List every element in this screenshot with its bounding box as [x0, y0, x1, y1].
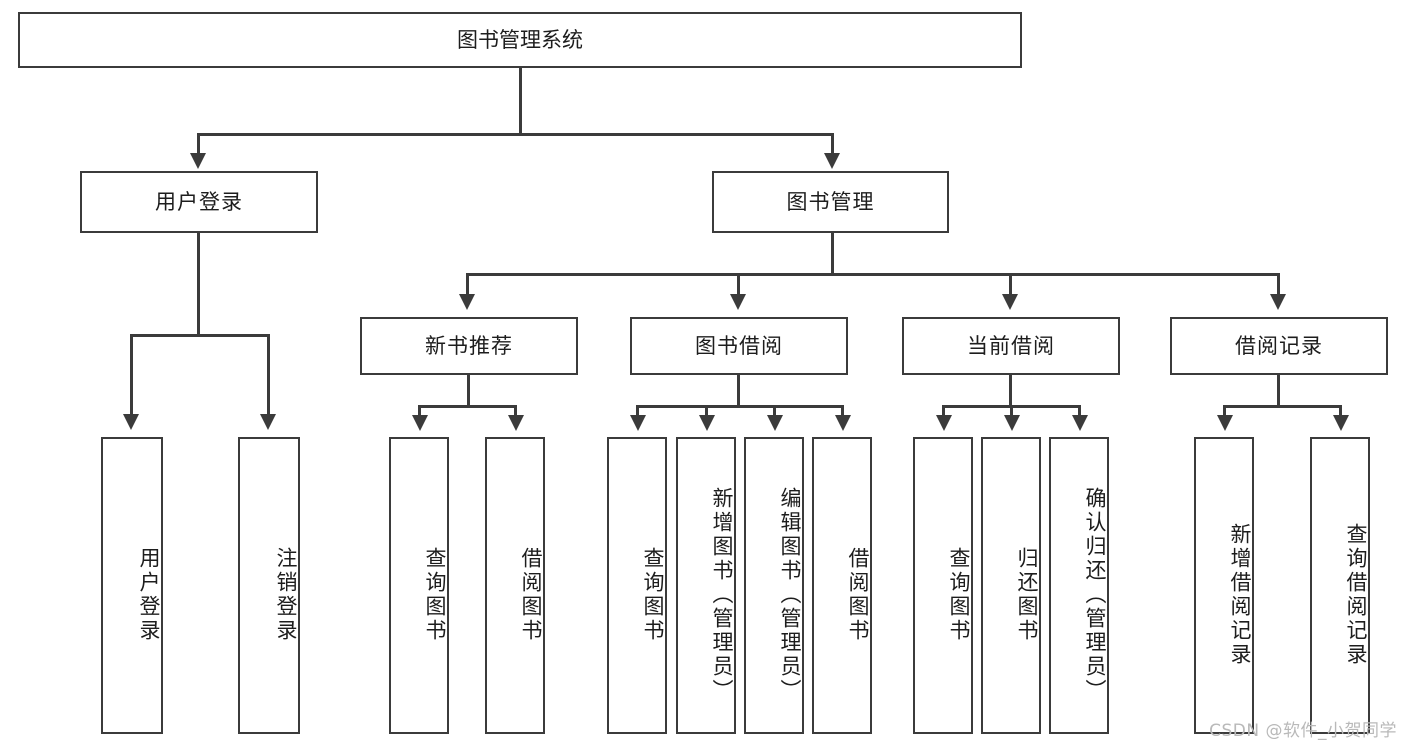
- node-user-login-label: 用户登录: [155, 189, 243, 214]
- arrow-leaf-current-borrow-3: [1072, 415, 1088, 431]
- csdn-watermark: CSDN @软件_小贺同学: [1209, 721, 1397, 741]
- node-borrow-record[interactable]: 借阅记录: [1170, 317, 1388, 375]
- arrow-leaf-borrow-record-1: [1217, 415, 1233, 431]
- node-new-book-recommend-label: 新书推荐: [425, 333, 513, 358]
- arrow-leaf-book-borrow-2: [699, 415, 715, 431]
- edge-book-manage-bus: [466, 273, 1280, 276]
- edge-new-book-drop-1: [418, 405, 421, 418]
- edge-borrow-record-stem: [1277, 375, 1280, 408]
- arrow-leaf-book-borrow-3: [767, 415, 783, 431]
- edge-new-book-bus: [418, 405, 517, 408]
- edge-drop-current-borrow: [1009, 273, 1012, 297]
- edge-drop-book-borrow: [737, 273, 740, 297]
- node-root-label: 图书管理系统: [457, 27, 583, 52]
- arrow-book-borrow: [730, 294, 746, 310]
- edge-current-borrow-stem: [1009, 375, 1012, 408]
- node-borrow-record-label: 借阅记录: [1235, 333, 1323, 358]
- edge-current-borrow-drop-3: [1078, 405, 1081, 418]
- leaf-new-book-search[interactable]: 查询图书: [389, 437, 449, 734]
- leaf-current-borrow-search[interactable]: 查询图书: [913, 437, 973, 734]
- arrow-new-book: [459, 294, 475, 310]
- leaf-current-borrow-search-label: 查询图书: [947, 546, 971, 643]
- edge-user-login-drop-2: [267, 334, 270, 417]
- edge-drop-book-manage: [831, 133, 834, 157]
- edge-current-borrow-drop-2: [1010, 405, 1013, 418]
- edge-drop-borrow-record: [1277, 273, 1280, 297]
- edge-book-borrow-stem: [737, 375, 740, 408]
- leaf-current-borrow-return-label: 归还图书: [1015, 546, 1039, 643]
- edge-current-borrow-drop-1: [942, 405, 945, 418]
- arrow-leaf-borrow-record-2: [1333, 415, 1349, 431]
- node-current-borrow-label: 当前借阅: [967, 333, 1055, 358]
- leaf-borrow-record-search-label: 查询借阅记录: [1344, 522, 1368, 667]
- leaf-borrow-record-add-label: 新增借阅记录: [1228, 522, 1252, 667]
- leaf-book-borrow-search-label: 查询图书: [641, 546, 665, 643]
- leaf-user-login-login[interactable]: 用户登录: [101, 437, 163, 734]
- edge-new-book-stem: [467, 375, 470, 408]
- node-book-manage-label: 图书管理: [786, 189, 875, 214]
- arrow-leaf-current-borrow-1: [936, 415, 952, 431]
- leaf-borrow-record-add[interactable]: 新增借阅记录: [1194, 437, 1254, 734]
- leaf-book-borrow-edit[interactable]: 编辑图书（管理员）: [744, 437, 804, 734]
- node-new-book-recommend[interactable]: 新书推荐: [360, 317, 578, 375]
- leaf-new-book-borrow-label: 借阅图书: [519, 546, 543, 643]
- arrow-leaf-new-book-2: [508, 415, 524, 431]
- edge-drop-user-login: [197, 133, 200, 157]
- node-book-borrow-label: 图书借阅: [695, 333, 783, 358]
- leaf-book-borrow-edit-label: 编辑图书（管理员）: [778, 486, 802, 703]
- edge-book-manage-stem: [831, 233, 834, 276]
- leaf-new-book-search-label: 查询图书: [423, 546, 447, 643]
- edge-drop-new-book: [466, 273, 469, 297]
- arrow-borrow-record: [1270, 294, 1286, 310]
- arrow-leaf-user-login-1: [123, 414, 139, 430]
- edge-borrow-record-drop-1: [1223, 405, 1226, 418]
- edge-borrow-record-drop-2: [1339, 405, 1342, 418]
- arrow-leaf-book-borrow-4: [835, 415, 851, 431]
- arrow-leaf-book-borrow-1: [630, 415, 646, 431]
- node-book-borrow[interactable]: 图书借阅: [630, 317, 848, 375]
- leaf-book-borrow-borrow-label: 借阅图书: [846, 546, 870, 643]
- leaf-book-borrow-add-label: 新增图书（管理员）: [710, 486, 734, 703]
- leaf-borrow-record-search[interactable]: 查询借阅记录: [1310, 437, 1370, 734]
- leaf-current-borrow-confirm[interactable]: 确认归还（管理员）: [1049, 437, 1109, 734]
- edge-book-borrow-bus: [636, 405, 844, 408]
- edge-root-bus: [197, 133, 834, 136]
- edge-new-book-drop-2: [514, 405, 517, 418]
- edge-book-borrow-drop-4: [841, 405, 844, 418]
- edge-borrow-record-bus: [1223, 405, 1342, 408]
- edge-user-login-bus: [130, 334, 269, 337]
- leaf-user-login-logout[interactable]: 注销登录: [238, 437, 300, 734]
- leaf-book-borrow-add[interactable]: 新增图书（管理员）: [676, 437, 736, 734]
- arrow-current-borrow: [1002, 294, 1018, 310]
- edge-book-borrow-drop-2: [705, 405, 708, 418]
- leaf-book-borrow-search[interactable]: 查询图书: [607, 437, 667, 734]
- arrow-leaf-user-login-2: [260, 414, 276, 430]
- leaf-new-book-borrow[interactable]: 借阅图书: [485, 437, 545, 734]
- edge-root-stem: [519, 68, 522, 135]
- leaf-user-login-logout-label: 注销登录: [274, 546, 298, 643]
- edge-user-login-drop-1: [130, 334, 133, 417]
- arrow-leaf-current-borrow-2: [1004, 415, 1020, 431]
- leaf-current-borrow-return[interactable]: 归还图书: [981, 437, 1041, 734]
- leaf-user-login-login-label: 用户登录: [137, 546, 161, 643]
- node-book-manage[interactable]: 图书管理: [712, 171, 949, 233]
- node-root-system[interactable]: 图书管理系统: [18, 12, 1022, 68]
- edge-user-login-stem: [197, 233, 200, 337]
- arrow-leaf-new-book-1: [412, 415, 428, 431]
- node-user-login[interactable]: 用户登录: [80, 171, 318, 233]
- edge-book-borrow-drop-3: [773, 405, 776, 418]
- arrow-book-manage: [824, 153, 840, 169]
- leaf-current-borrow-confirm-label: 确认归还（管理员）: [1083, 486, 1107, 703]
- edge-book-borrow-drop-1: [636, 405, 639, 418]
- node-current-borrow[interactable]: 当前借阅: [902, 317, 1120, 375]
- leaf-book-borrow-borrow[interactable]: 借阅图书: [812, 437, 872, 734]
- arrow-user-login: [190, 153, 206, 169]
